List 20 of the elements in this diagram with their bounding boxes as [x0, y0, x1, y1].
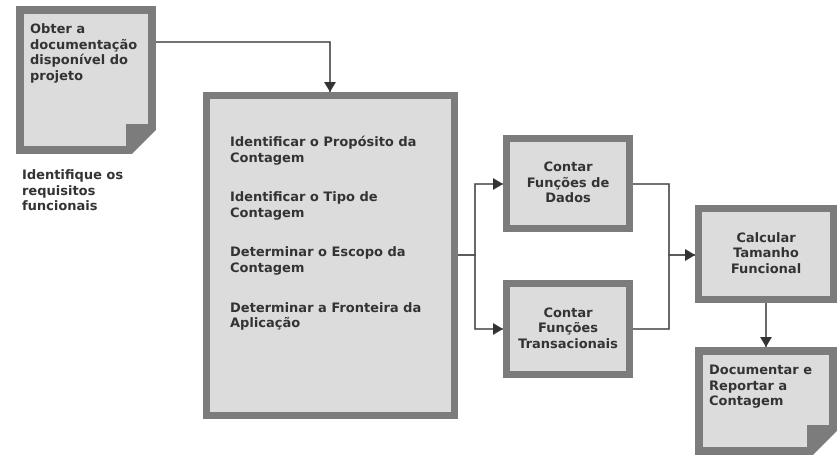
- step-text: Identificar o Propósito da Contagem: [230, 135, 418, 166]
- step-text: Calcular Tamanho Funcional: [730, 230, 802, 278]
- note-text: Identifique os requisitos funcionais: [22, 168, 124, 215]
- process-box: [503, 280, 633, 378]
- process-box: [503, 135, 633, 232]
- step-text: Determinar a Fronteira da Aplicação: [230, 300, 422, 332]
- arrow: [633, 249, 695, 330]
- document-shape: [16, 6, 156, 154]
- document-shape: [695, 347, 837, 455]
- process-box: [695, 205, 837, 303]
- step-text: Identificar o Tipo de Contagem: [230, 190, 379, 222]
- step-text: Obter a documentação disponível do projeto: [30, 22, 138, 84]
- process-box: [203, 92, 458, 419]
- step-text: Contar Funções Transacionais: [517, 306, 619, 352]
- step-text: Documentar e Reportar a Contagem: [709, 363, 814, 410]
- arrow: [156, 41, 336, 92]
- step-text: Contar Funções de Dados: [526, 160, 610, 207]
- step-text: Determinar o Escopo da Contagem: [230, 245, 407, 277]
- arrow: [458, 254, 503, 335]
- arrow: [760, 303, 772, 347]
